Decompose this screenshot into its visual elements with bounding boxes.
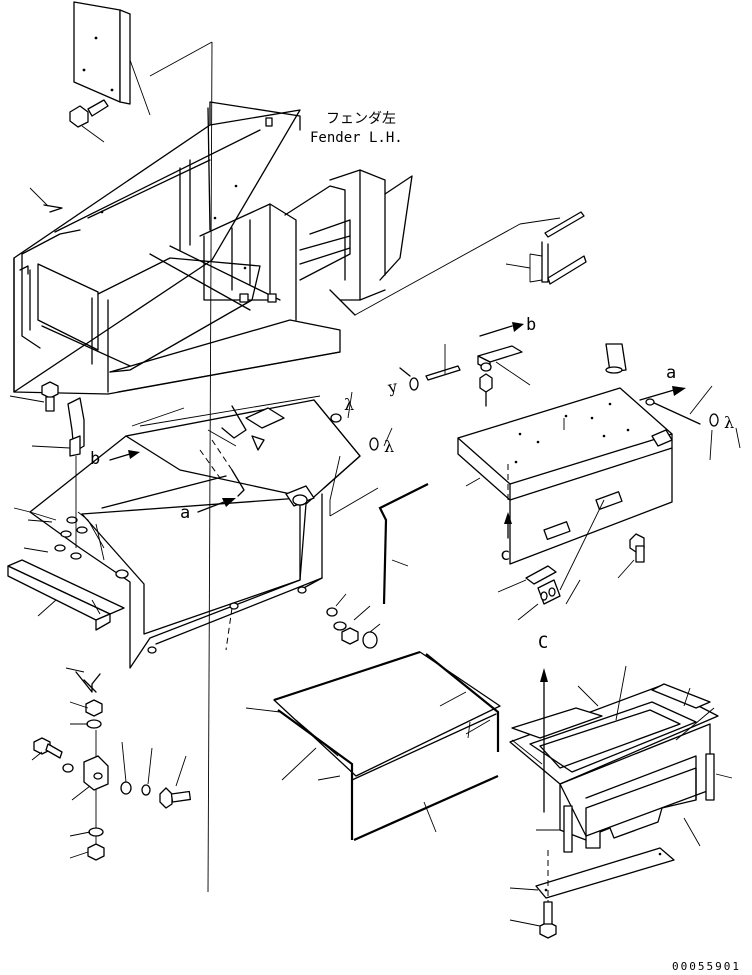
latch-bracket-right (498, 566, 580, 620)
arrow-b-top (480, 322, 524, 336)
washers-center-top: λ λ (331, 392, 394, 456)
fender-label-japanese: フェンダ左 (326, 111, 396, 127)
side-bolt-lower (32, 738, 73, 772)
fender-pin (30, 188, 62, 212)
view-marker-a-center: a (180, 503, 191, 523)
hinge-bracket-top (478, 346, 530, 406)
angle-brackets-right (506, 212, 586, 284)
clamp-block (72, 756, 108, 800)
arrow-c-lower (504, 512, 512, 538)
leader-left-2 (14, 508, 30, 512)
view-marker-a-right: a (666, 363, 677, 383)
bent-rod (380, 484, 428, 604)
view-marker-c-lower: c (500, 545, 511, 565)
svg-text:y: y (386, 377, 399, 397)
side-rail-left (8, 560, 124, 630)
bolt-mid-lower (160, 756, 190, 808)
svg-text:λ: λ (384, 437, 394, 456)
u-bolt (66, 668, 100, 692)
view-marker-c-bottom: C (538, 633, 549, 653)
svg-text:λ: λ (724, 413, 734, 432)
bolt-washer-center (327, 594, 380, 648)
bolt-left-upper (10, 382, 58, 411)
arrow-c-bottom (540, 668, 548, 812)
floor-mat-center (246, 652, 500, 840)
bolt-right-cover (618, 534, 644, 578)
center-reference-line (208, 42, 212, 892)
arrow-b-left (110, 450, 140, 460)
base-plate-bottom (510, 848, 674, 898)
arrow-a-right (640, 386, 686, 400)
insulation-pad-set (510, 666, 732, 852)
leader-left-1 (24, 548, 48, 552)
arrow-a-center (198, 498, 236, 512)
leader-left-3 (28, 520, 52, 522)
washer-nut-lower (70, 828, 104, 860)
view-marker-b-left: b (90, 449, 101, 469)
fender-label-english: Fender L.H. (310, 130, 403, 146)
fender-frame-assembly (14, 102, 560, 394)
top-mounting-plate (74, 2, 150, 115)
view-marker-b-top: b (526, 315, 537, 335)
document-number: 00055901 (672, 960, 741, 973)
hex-bolt-top (70, 100, 108, 142)
washer-pair-mid (121, 742, 152, 795)
floor-cover-main (30, 396, 378, 668)
pin-and-washer-center: y (386, 344, 460, 397)
hinge-pin-right: λ (606, 344, 740, 460)
nut-upper (70, 700, 102, 728)
bolt-bottom-right (510, 902, 556, 938)
svg-text:λ: λ (344, 395, 354, 414)
latch-left (32, 398, 84, 548)
